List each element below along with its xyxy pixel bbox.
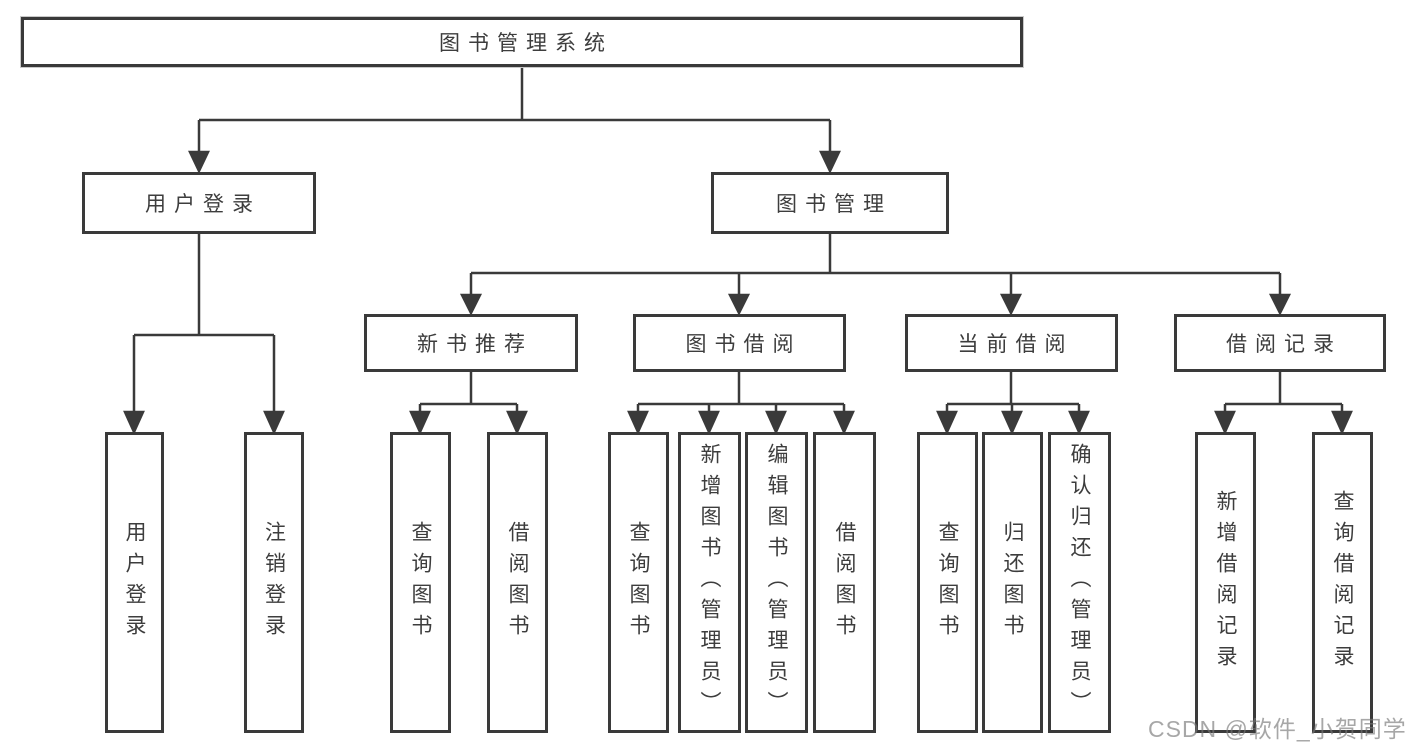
node-new-book-recommendation: 新书推荐 (364, 314, 578, 372)
connector-book-management-to-level3 (459, 234, 1292, 316)
connector-book-borrowing-to-children (627, 372, 855, 436)
connector-borrowing-records-to-children (1214, 372, 1353, 436)
node-return-books: 归还图书 (982, 432, 1043, 733)
node-search-books-borrowing: 查询图书 (608, 432, 669, 733)
node-search-books-current: 查询图书 (917, 432, 978, 733)
node-borrowing-records: 借阅记录 (1174, 314, 1386, 372)
node-book-borrowing: 图书借阅 (633, 314, 846, 372)
node-current-borrowing: 当前借阅 (905, 314, 1118, 372)
connector-current-borrowing-to-children (936, 372, 1090, 436)
connector-user-login-to-children (123, 234, 285, 436)
node-borrow-books-recommend: 借阅图书 (487, 432, 548, 733)
node-borrow-books-leaf: 借阅图书 (813, 432, 876, 733)
node-book-management: 图书管理 (711, 172, 949, 234)
node-user-login-leaf: 用户登录 (105, 432, 164, 733)
node-logout-leaf: 注销登录 (244, 432, 304, 733)
node-search-books-recommend: 查询图书 (390, 432, 451, 733)
node-add-borrow-record: 新增借阅记录 (1195, 432, 1256, 733)
node-add-books-admin: 新增图书（管理员） (678, 432, 741, 733)
csdn-watermark: CSDN @软件_小贺同学 (1148, 716, 1405, 742)
node-confirm-return-admin: 确认归还（管理员） (1048, 432, 1111, 733)
connector-new-book-recommendation-to-children (409, 372, 528, 436)
node-library-management-system: 图书管理系统 (21, 17, 1023, 67)
node-user-login: 用户登录 (82, 172, 316, 234)
connector-root-to-level2 (188, 67, 841, 174)
node-edit-books-admin: 编辑图书（管理员） (745, 432, 808, 733)
node-search-borrow-record: 查询借阅记录 (1312, 432, 1373, 733)
